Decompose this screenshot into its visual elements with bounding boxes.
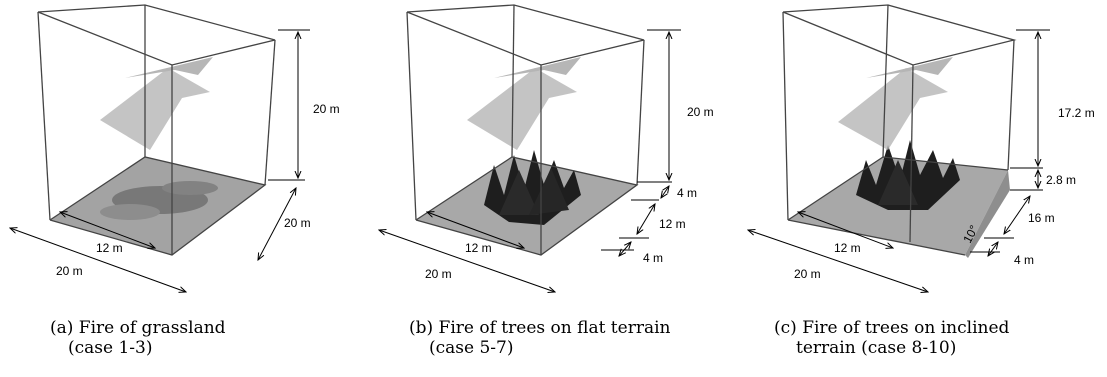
caption-a-line1: (a) Fire of grassland — [50, 318, 226, 338]
label-rise: 2.8 m — [1046, 173, 1076, 187]
panel-c-inclined-trees: 17.2 m 2.8 m 16 m 4 m 10° 12 m 20 m (c) … — [738, 0, 1107, 377]
label-width-outer: 20 m — [425, 267, 452, 281]
caption-c-line2: terrain (case 8-10) — [796, 338, 957, 358]
tree-fire-cluster — [484, 150, 581, 225]
label-height: 20 m — [687, 105, 714, 119]
domain-diagram-c: 17.2 m 2.8 m 16 m 4 m 10° 12 m 20 m — [738, 4, 1095, 377]
panel-a-grassland: 20 m 20 m 12 m 20 m (a) Fire of grasslan… — [0, 0, 369, 377]
label-gap-top: 4 m — [677, 186, 697, 200]
domain-diagram-a: 20 m 20 m 12 m 20 m — [0, 4, 340, 377]
smoke-plume — [467, 57, 581, 150]
label-depth-mid: 12 m — [659, 217, 686, 231]
label-height: 17.2 m — [1058, 106, 1095, 120]
tree-fire-cluster — [856, 140, 960, 210]
label-width-inner: 12 m — [834, 241, 861, 255]
domain-box — [37, 4, 276, 256]
label-width-outer: 20 m — [56, 264, 83, 278]
caption-b-line1: (b) Fire of trees on flat terrain — [409, 318, 671, 338]
caption-b-line2: (case 5-7) — [429, 338, 514, 358]
label-width-inner: 12 m — [96, 241, 123, 255]
domain-diagram-b: 20 m 4 m 12 m 4 m 12 m 20 m — [369, 4, 714, 377]
label-width-outer: 20 m — [794, 267, 821, 281]
panel-b-flat-trees: 20 m 4 m 12 m 4 m 12 m 20 m (b) Fire of … — [369, 0, 738, 377]
smoke-plume — [100, 57, 213, 150]
smoke-plume — [838, 57, 953, 150]
label-depth: 16 m — [1028, 211, 1055, 225]
caption-c-line1: (c) Fire of trees on inclined — [774, 318, 1010, 338]
label-gap-bottom: 4 m — [1014, 253, 1034, 267]
dimension-lines — [748, 29, 1050, 292]
label-width-inner: 12 m — [465, 241, 492, 255]
label-gap-bottom: 4 m — [643, 251, 663, 265]
label-depth: 20 m — [284, 216, 311, 230]
slope-side — [965, 170, 1010, 258]
dimension-lines — [10, 29, 310, 292]
dimension-lines — [379, 29, 681, 292]
label-height: 20 m — [313, 102, 340, 116]
caption-a-line2: (case 1-3) — [68, 338, 153, 358]
